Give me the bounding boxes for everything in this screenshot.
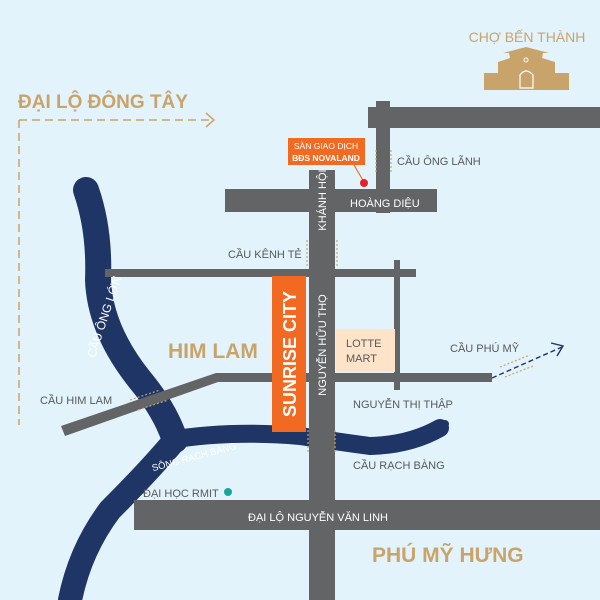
road-nguyen-thi-thap — [216, 373, 492, 382]
cau-rach-bang-label: CẦU RẠCH BÀNG — [353, 459, 445, 472]
phu-my-hung-area-label: PHÚ MỸ HƯNG — [372, 543, 524, 567]
nguyen-huu-tho-label: NGUYỄN HỮU THỌ — [316, 294, 329, 396]
callout-pointer — [353, 164, 365, 183]
road-him-lam-diagonal — [61, 373, 218, 436]
road-ong-lanh — [376, 101, 390, 213]
road-kenh-te — [105, 269, 416, 277]
lotte-mart-label-line2: MART — [346, 353, 377, 365]
sunrise-city-block[interactable] — [272, 276, 306, 432]
cau-kenh-te-label: CẦU KÊNH TẺ — [228, 248, 302, 261]
nguyen-van-linh-label: ĐẠI LỘ NGUYỄN VĂN LINH — [248, 511, 388, 524]
novaland-callout[interactable] — [288, 138, 365, 165]
nguyen-thi-thap-label: NGUYỄN THỊ THẬP — [353, 398, 453, 411]
road-top — [368, 107, 600, 128]
phu-my-dashed-arrow — [491, 342, 565, 379]
cho-ben-thanh-label: CHỢ BẾN THÀNH — [469, 29, 586, 45]
bridge-markers — [129, 150, 534, 452]
market-building-icon — [484, 47, 569, 90]
cau-phu-my-label: CẦU PHÚ MỸ — [450, 342, 520, 355]
dong-tay-dashed-arrow — [18, 112, 216, 425]
sunrise-city-label: SUNRISE CITY — [280, 291, 300, 417]
rmit-location-marker[interactable] — [224, 488, 232, 496]
dai-lo-dong-tay-label: ĐẠI LỘ ĐÔNG TÂY — [18, 91, 188, 113]
roads — [61, 101, 600, 600]
lotte-mart-block[interactable] — [336, 329, 395, 372]
cau-ong-lanh-label: CẦU ÔNG LÃNH — [397, 155, 481, 168]
hoang-dieu-label: HOÀNG DIỆU — [350, 197, 420, 210]
novaland-label-line2: BĐS NOVALAND — [292, 153, 360, 163]
khanh-hoi-label: KHÁNH HỘI — [316, 169, 329, 230]
road-side-vertical — [394, 260, 400, 390]
novaland-label-line1: SÀN GIAO DỊCH — [294, 141, 358, 151]
lotte-mart-label-line1: LOTTE — [346, 338, 381, 350]
road-nguyen-van-linh — [134, 500, 600, 530]
novaland-location-marker[interactable] — [360, 179, 368, 187]
rmit-label: ĐẠI HỌC RMIT — [143, 488, 219, 500]
him-lam-area-label: HIM LAM — [168, 340, 258, 363]
road-khanh-hoi-nguyen-huu-tho — [309, 170, 335, 600]
cau-him-lam-label: CẦU HIM LAM — [40, 394, 112, 407]
